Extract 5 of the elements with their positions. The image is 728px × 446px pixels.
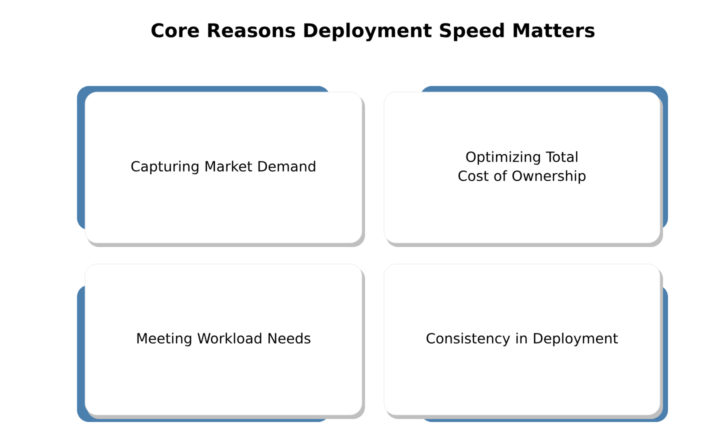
card: Meeting Workload Needs: [77, 264, 365, 422]
title: Core Reasons Deployment Speed Matters: [152, 22, 594, 42]
card: Consistency in Deployment: [384, 264, 668, 422]
card: Optimizing Total Cost of Ownership: [384, 86, 668, 247]
card: Capturing Market Demand: [77, 86, 365, 247]
